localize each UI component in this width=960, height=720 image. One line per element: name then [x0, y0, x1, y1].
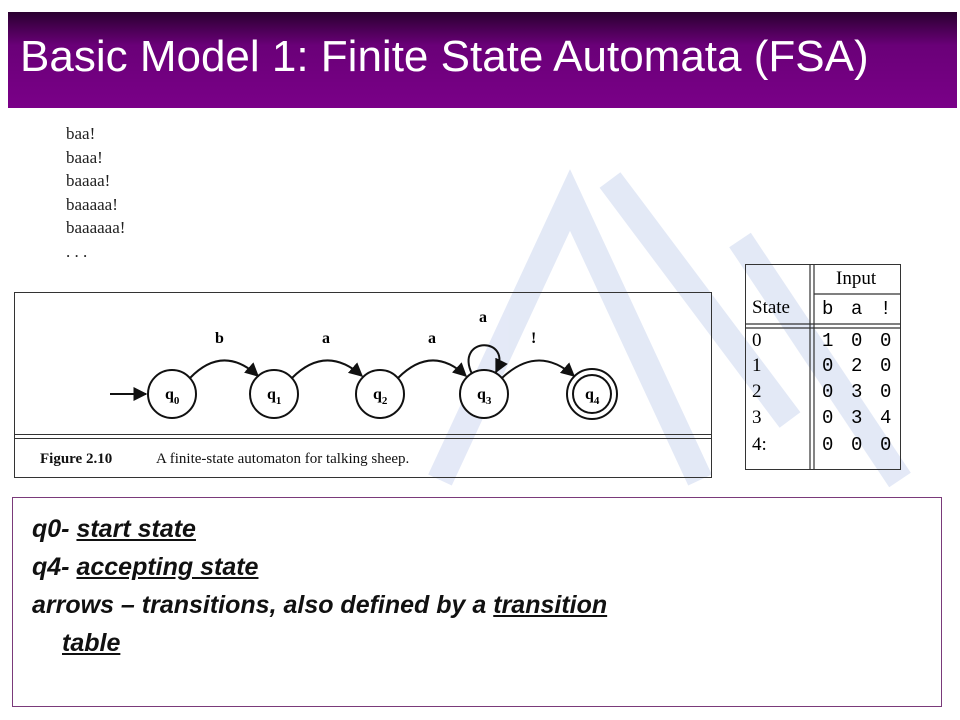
svg-text:q4: q4 — [585, 386, 600, 407]
table-cell: 3 — [851, 381, 863, 403]
figure-caption: Figure 2.10 A finite-state automaton for … — [40, 451, 409, 468]
note-term: start state — [76, 515, 196, 543]
table-cell: 0 — [822, 355, 834, 377]
svg-text:q1: q1 — [267, 386, 281, 407]
table-symbol: a — [851, 298, 863, 320]
string-item: baaaaa! — [66, 194, 118, 214]
note-start-state: q0- start state — [32, 510, 607, 548]
transition-label: b — [215, 330, 224, 347]
state-q0: q0 — [147, 369, 197, 419]
transition-arrow — [291, 359, 364, 379]
table-cell: 0 — [822, 407, 834, 429]
table-cell: 0 — [880, 355, 892, 377]
table-cell: 4 — [880, 407, 892, 429]
table-cell: 2 — [851, 355, 863, 377]
table-cell: 0 — [822, 381, 834, 403]
transition-label: a — [322, 330, 330, 347]
example-strings: baa! baaa! baaaa! baaaaa! baaaaaa! . . . — [66, 122, 125, 263]
state-q2: q2 — [355, 369, 405, 419]
note-prefix: q4- — [32, 553, 77, 581]
table-cell: 3 — [851, 407, 863, 429]
caption-divider — [14, 438, 712, 439]
note-arrows-cont: table — [32, 624, 607, 662]
transition-arrow — [397, 359, 468, 379]
note-term: transition — [493, 591, 608, 619]
string-item: baaa! — [66, 147, 103, 167]
title-bar — [8, 12, 957, 108]
table-cell: 0 — [822, 434, 834, 456]
table-row-state: 4: — [752, 434, 767, 455]
table-row-state: 0 — [752, 330, 762, 351]
transition-label: ! — [531, 330, 536, 347]
table-cell: 0 — [880, 330, 892, 352]
note-arrows: arrows – transitions, also defined by a … — [32, 586, 607, 624]
table-cell: 1 — [822, 330, 834, 352]
table-row-state: 2 — [752, 381, 762, 402]
table-symbol: b — [822, 298, 834, 320]
table-cell: 0 — [851, 330, 863, 352]
svg-text:q2: q2 — [373, 386, 388, 407]
state-q4-accepting: q4 — [566, 368, 618, 420]
table-row-state: 1 — [752, 355, 762, 376]
table-row-state: 3 — [752, 407, 762, 428]
table-cell: 0 — [880, 434, 892, 456]
table-cell: 0 — [880, 381, 892, 403]
note-prefix: arrows – transitions, also defined by a — [32, 591, 494, 619]
table-grid — [745, 264, 901, 470]
fsa-diagram: q0 q1 q2 q3 q4 b a a ! a — [110, 309, 618, 420]
figure-number: Figure 2.10 — [40, 451, 113, 467]
svg-text:q0: q0 — [165, 386, 180, 407]
caption-divider — [14, 434, 712, 435]
loop-label: a — [479, 309, 487, 326]
figure-caption-text: A finite-state automaton for talking she… — [156, 451, 410, 467]
transition-label: a — [428, 330, 436, 347]
string-item: baaaa! — [66, 171, 111, 190]
self-loop-arrow — [467, 344, 508, 375]
notes-box — [12, 497, 942, 707]
table-input-header: Input — [836, 268, 877, 289]
note-prefix: q0- — [32, 515, 77, 543]
table-state-header: State — [752, 297, 790, 318]
note-term: table — [62, 629, 121, 657]
table-symbol: ! — [880, 298, 892, 320]
slide-title: Basic Model 1: Finite State Automata (FS… — [20, 32, 869, 81]
string-item: baaaaaa! — [66, 218, 126, 237]
notes: q0- start state q4- accepting state arro… — [32, 510, 607, 662]
transition-table — [745, 264, 901, 470]
string-item: baa! — [66, 124, 96, 143]
note-term: accepting state — [76, 553, 259, 581]
transition-arrow — [501, 359, 576, 379]
transition-arrow — [189, 359, 260, 379]
note-accepting-state: q4- accepting state — [32, 548, 607, 586]
fsa-figure-frame — [14, 292, 712, 478]
svg-text:q3: q3 — [477, 386, 492, 407]
state-q3: q3 — [459, 369, 509, 419]
string-item: . . . — [66, 241, 88, 261]
table-cell: 0 — [851, 434, 863, 456]
state-q1: q1 — [249, 369, 299, 419]
